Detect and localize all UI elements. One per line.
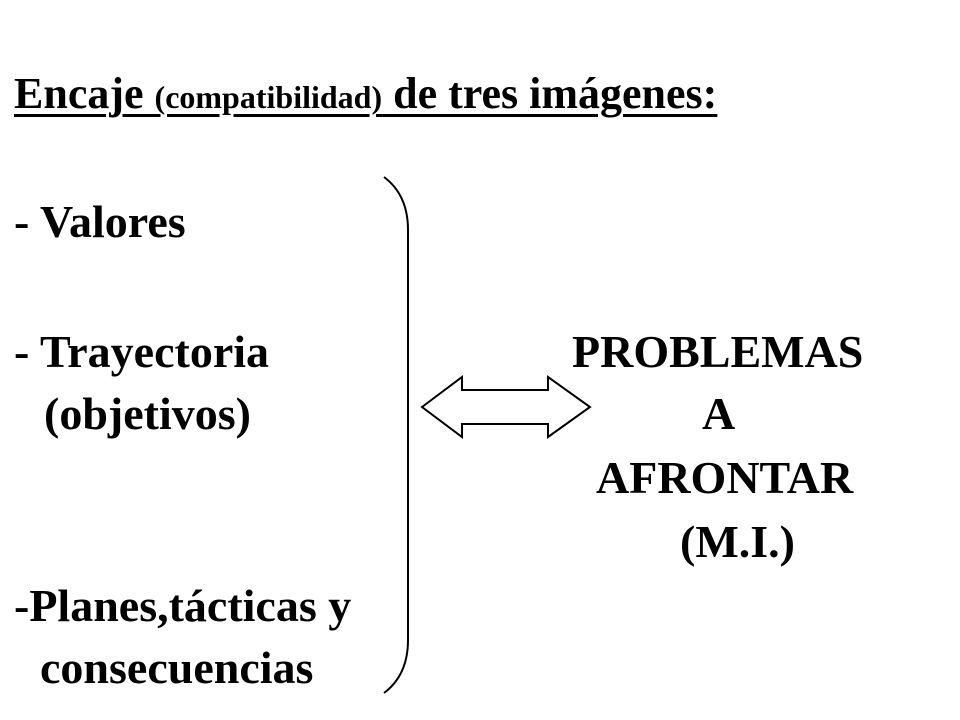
title-part-encaje: Encaje bbox=[14, 69, 155, 118]
right-brace-line bbox=[383, 176, 409, 694]
a-label: A bbox=[702, 388, 736, 439]
title-part-compatibilidad: (compatibilidad) bbox=[154, 79, 383, 115]
mi-label: (M.I.) bbox=[680, 516, 795, 567]
afrontar-label: AFRONTAR bbox=[596, 452, 854, 503]
title-part-tres-imagenes: de tres imágenes: bbox=[382, 69, 718, 118]
double-headed-arrow-icon bbox=[420, 375, 592, 439]
item-planes-tacticas: -Planes,tácticas y bbox=[14, 580, 352, 631]
problemas-label: PROBLEMAS bbox=[572, 326, 864, 377]
item-consecuencias: consecuencias bbox=[40, 642, 314, 693]
slide-title: Encaje (compatibilidad) de tres imágenes… bbox=[14, 64, 717, 127]
item-objetivos: (objetivos) bbox=[44, 388, 251, 439]
item-valores: - Valores bbox=[14, 196, 186, 247]
item-trayectoria: - Trayectoria bbox=[14, 326, 270, 377]
